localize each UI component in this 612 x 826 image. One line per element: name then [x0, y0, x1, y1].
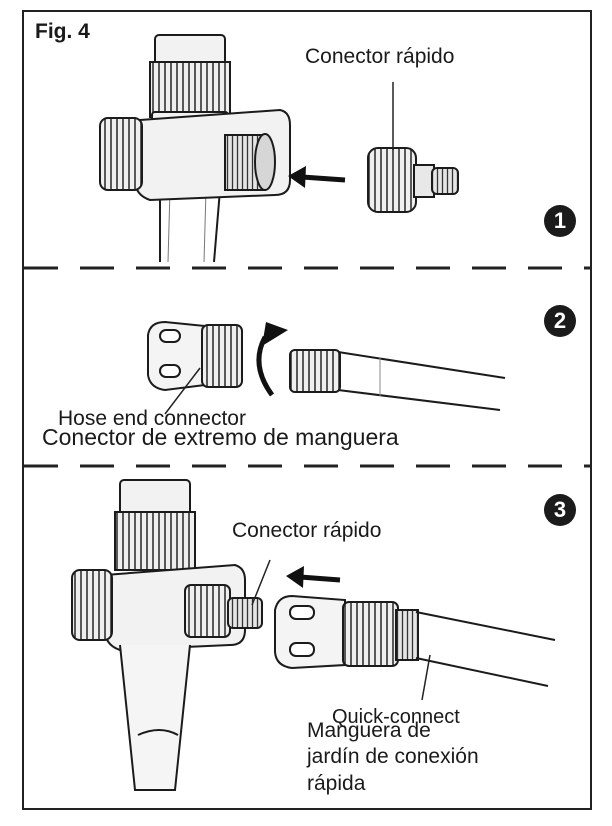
- step2-label-leader: [164, 367, 201, 415]
- step2-label-spanish: Conector de extremo de manguera: [42, 424, 399, 450]
- step1-arrow: [288, 166, 346, 188]
- step3-label-leader: [251, 559, 271, 606]
- step3-sublabel-leader: [421, 654, 431, 701]
- step-badge-1: 1: [544, 205, 576, 237]
- step1-quick-connector: [367, 147, 459, 213]
- step2-label-english: Hose end connector: [58, 407, 246, 430]
- step1-sprinkler-body: [99, 34, 291, 263]
- step3-sublabel-spanish: Manguera de jardín de conexión rápida: [307, 719, 479, 795]
- step3-hose-assembly: [274, 594, 556, 687]
- step3-sublabel-english: Quick-connect: [332, 706, 460, 728]
- step2-hose: [289, 349, 506, 411]
- step2-rotation-arrow: [256, 322, 288, 397]
- step3-sprinkler-body: [71, 479, 263, 791]
- figure-label: Fig. 4: [35, 20, 90, 43]
- step2-hose-end-connector: [147, 320, 243, 392]
- step-badge-3: 3: [544, 494, 576, 526]
- step3-quick-connector-label: Conector rápido: [232, 519, 382, 542]
- step3-arrow: [286, 566, 341, 588]
- step1-quick-connector-label: Conector rápido: [305, 45, 455, 68]
- step-badge-2: 2: [544, 305, 576, 337]
